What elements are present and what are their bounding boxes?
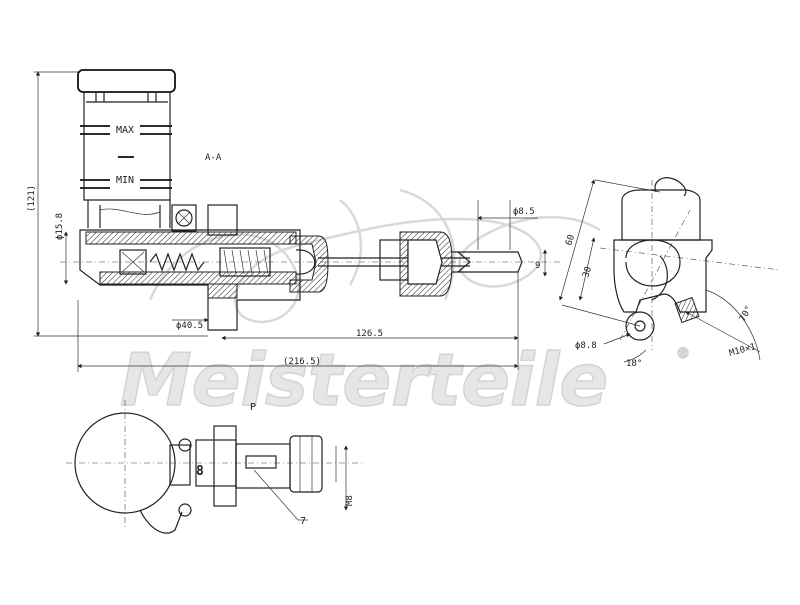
- side-view: 60 30 ϕ8.8 18° 70° M10×1: [558, 177, 781, 369]
- watermark-logo-swoosh-2: [339, 188, 456, 301]
- dim-overall-length: (216.5): [283, 357, 321, 367]
- master-cylinder-section-view: MAX MIN A-A: [60, 69, 560, 331]
- dim-eye-offset: 30: [581, 266, 594, 279]
- view-p: P 8 M8 7: [66, 400, 362, 534]
- dim-pin-dia: ϕ8.5: [513, 207, 535, 217]
- dim-pushrod-length: 126.5: [356, 329, 383, 339]
- watermark-brand: Meisterteile: [120, 338, 608, 422]
- cylinder-body: [79, 229, 301, 331]
- dim-fork-width: 9: [535, 261, 540, 271]
- dust-boot: [289, 235, 329, 293]
- cylinder-wall-bottom: [99, 271, 297, 285]
- side-body: [613, 239, 713, 313]
- dim-overall-height: (121): [27, 185, 37, 212]
- side-reservoir: [621, 189, 701, 241]
- view-p-body: [235, 443, 291, 489]
- watermark: Meisterteile ®: [119, 188, 691, 423]
- dim-hole-dia: ϕ8.8: [575, 341, 597, 351]
- dim-port-thread: M8: [345, 495, 355, 506]
- max-label: MAX: [116, 125, 134, 136]
- mounting-eye: [625, 311, 655, 341]
- view-p-hose-clamp: [169, 444, 191, 486]
- dim-angle-small: 18°: [626, 359, 642, 369]
- dim-flange-dia: ϕ40.5: [176, 321, 203, 331]
- hose-clamp: [171, 204, 197, 232]
- clevis-fork: [452, 251, 523, 273]
- dim-bore-dia: ϕ15.8: [55, 213, 65, 240]
- dimensions: (121) ϕ15.8 ϕ40.5 126.5 (216.5) ϕ8.5 9: [27, 71, 548, 372]
- watermark-registered-mark: ®: [676, 346, 690, 362]
- port-fitting: [674, 296, 700, 324]
- inlet-valve: [119, 249, 147, 275]
- section-label: A-A: [205, 153, 222, 163]
- reservoir-cap: [77, 69, 176, 93]
- view-p-flange: [213, 425, 237, 507]
- view-p-marking: 8: [196, 464, 204, 479]
- dim-thread: M10×1: [728, 342, 757, 359]
- view-p-label: P: [250, 402, 256, 413]
- reservoir-body: [83, 92, 171, 201]
- min-label: MIN: [116, 175, 134, 186]
- callout-number: 7: [300, 516, 306, 527]
- view-p-boot: [289, 435, 323, 493]
- dim-angle-large: 70°: [738, 304, 755, 323]
- dim-eye-height: 60: [564, 234, 577, 247]
- cylinder-wall-top: [85, 231, 297, 245]
